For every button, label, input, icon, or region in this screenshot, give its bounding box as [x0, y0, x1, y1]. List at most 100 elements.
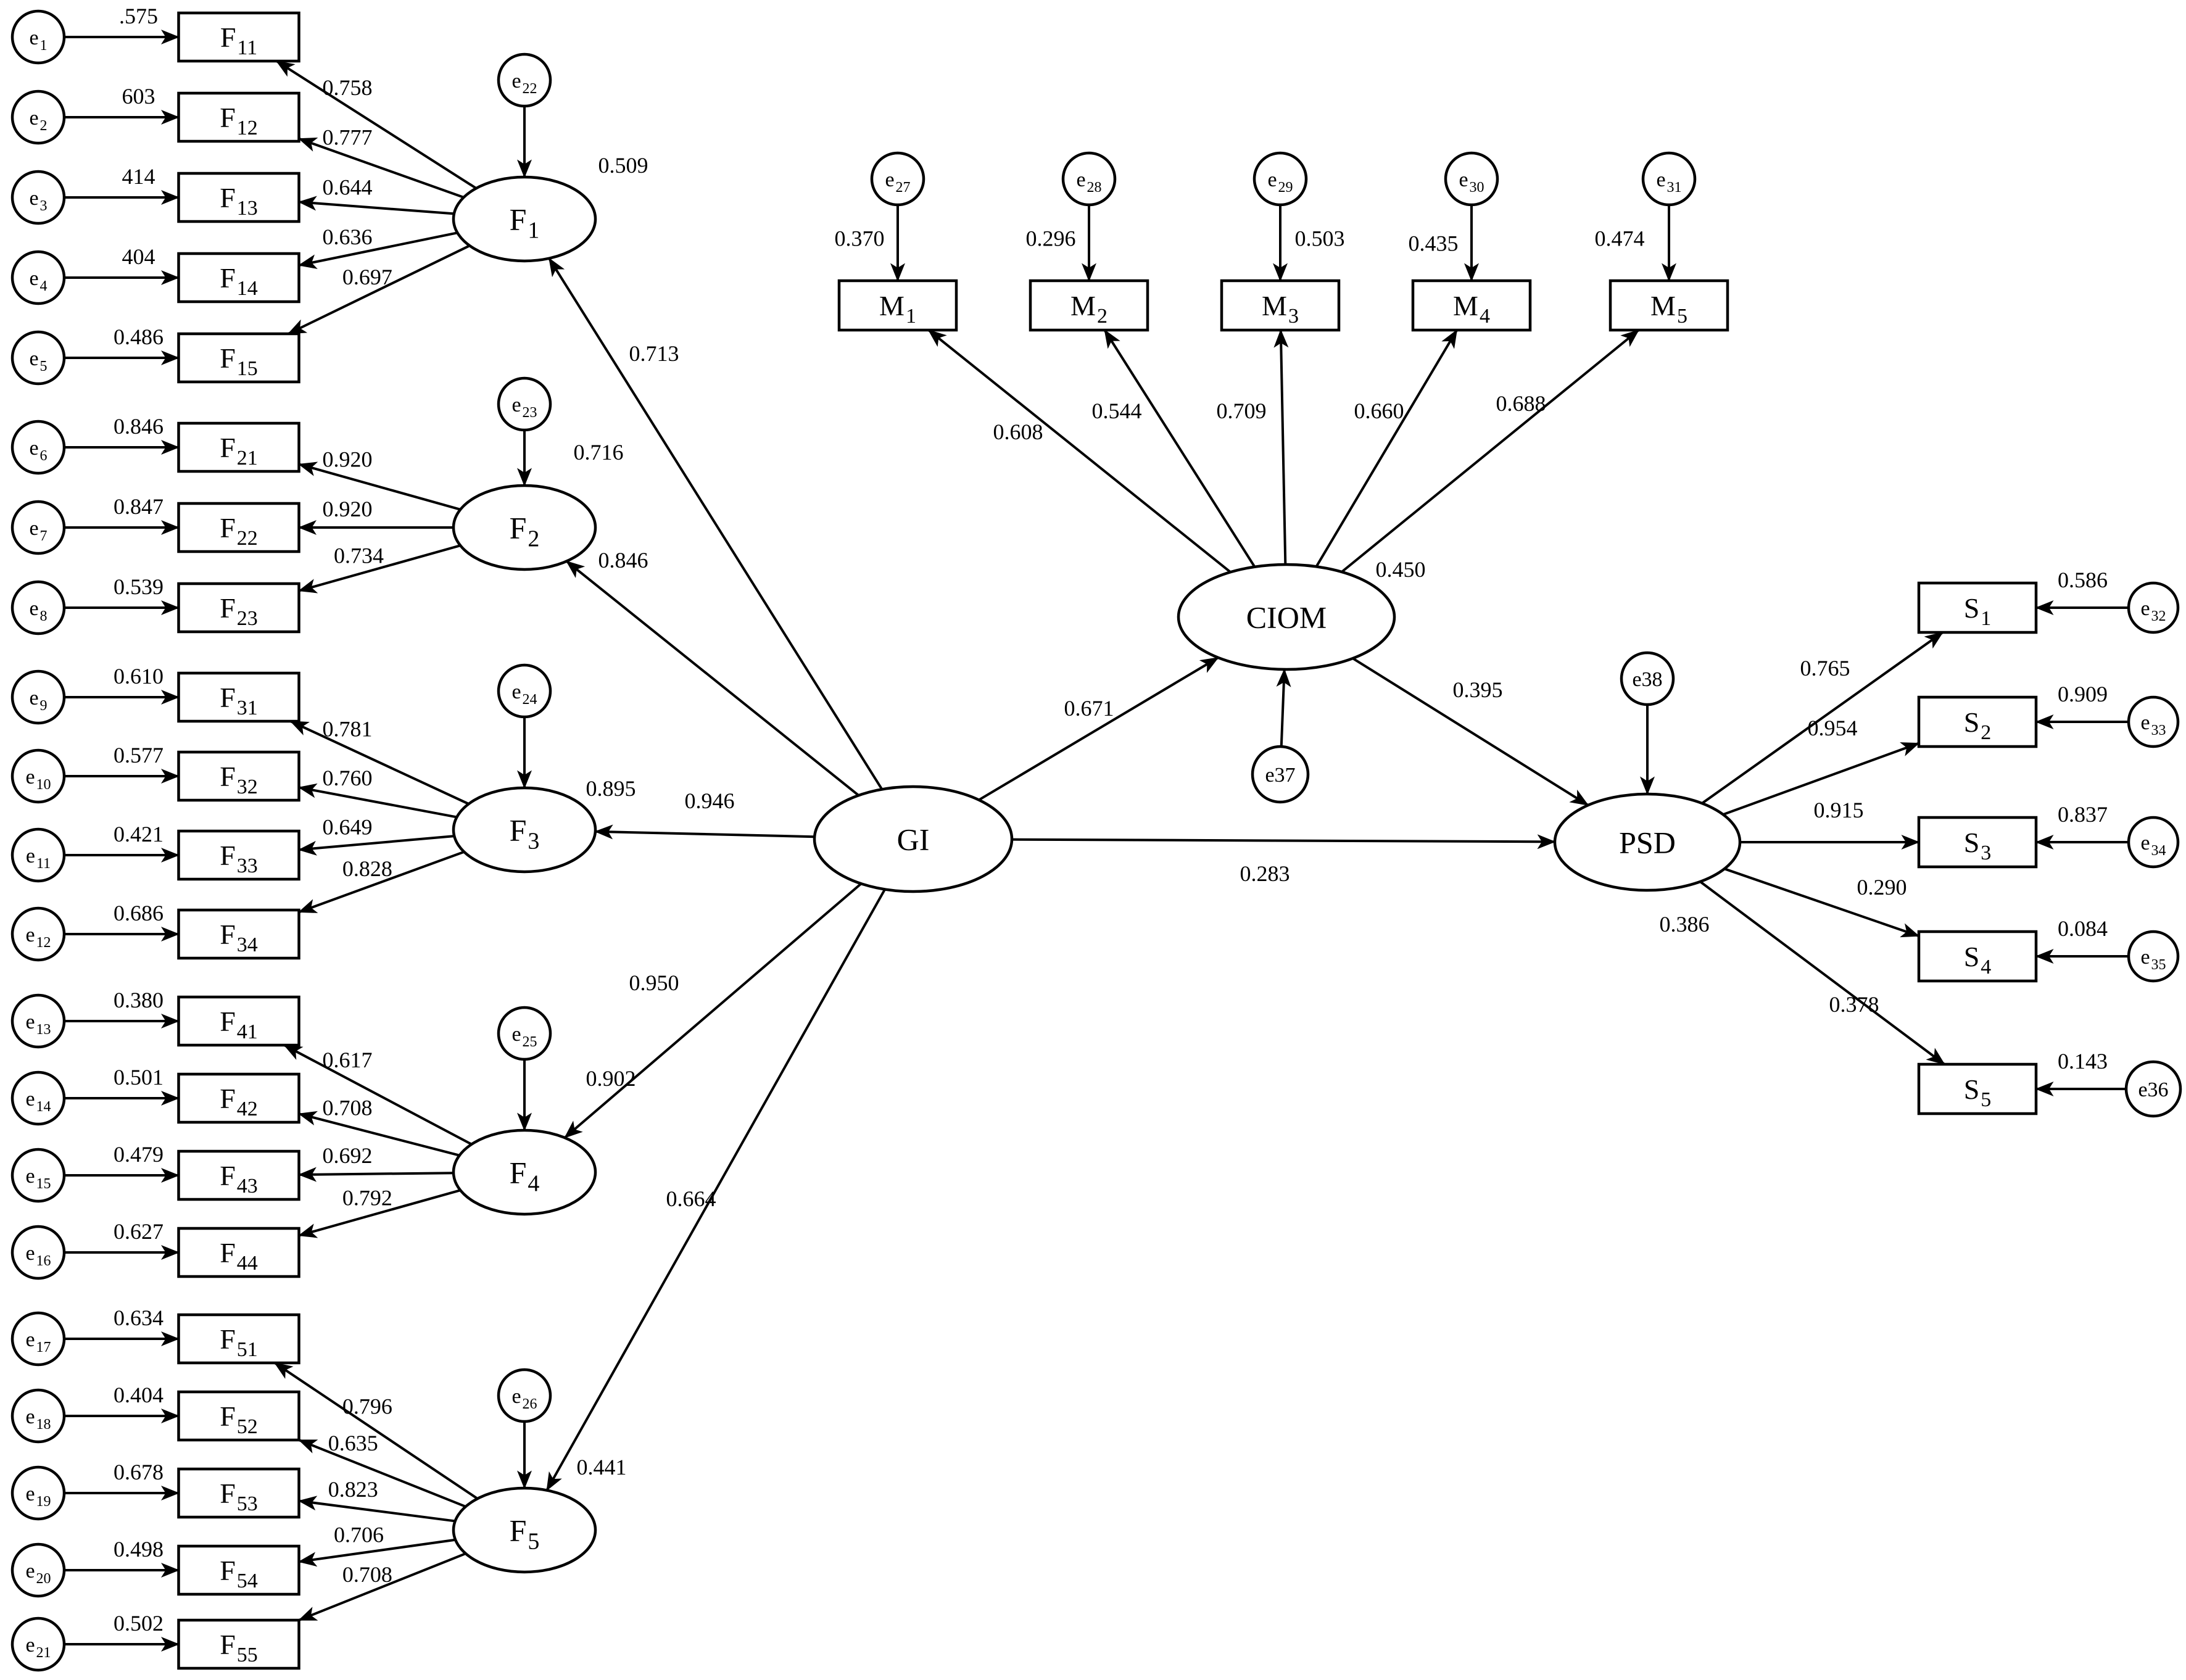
- F43-label: F43: [220, 1160, 258, 1198]
- node-F32: F32: [177, 750, 300, 802]
- e14-label: e14: [25, 1088, 51, 1115]
- e12-circle: [10, 906, 66, 962]
- edge-e8-to-F23: 0.539: [64, 574, 180, 615]
- edge-label-F2-to-F23: 0.734: [334, 543, 384, 568]
- edge-label-GI-to-F4: 0.950: [629, 970, 679, 995]
- edge-label-F2-to-F21: 0.920: [322, 447, 372, 471]
- node-M3: M3: [1220, 279, 1341, 332]
- e13-label: e13: [25, 1011, 51, 1038]
- F52-label: F52: [220, 1401, 258, 1438]
- e33-label: e33: [2140, 711, 2166, 739]
- e17-circle: [10, 1311, 66, 1367]
- edge-e14-to-F42: 0.501: [64, 1065, 180, 1106]
- edge-e3-to-F13: 414: [64, 164, 180, 205]
- e26-circle: [497, 1368, 552, 1423]
- node-e31: e31: [1641, 151, 1697, 207]
- S1-label: S1: [1964, 592, 1992, 630]
- edge-CIOM-to-M1: 0.608: [927, 329, 1232, 573]
- e28-circle: [1061, 151, 1117, 207]
- edge-F1-to-F14: 0.636: [298, 225, 458, 270]
- e8-circle: [10, 580, 66, 635]
- e36-circle: [2124, 1060, 2182, 1118]
- node-F21: F21: [177, 421, 300, 473]
- node-S4: S4: [1917, 930, 2038, 983]
- M3-label: M3: [1262, 290, 1299, 328]
- GI-label: GI: [897, 822, 930, 857]
- F22-rect: [177, 502, 300, 553]
- edge-label-F4-to-F43: 0.692: [322, 1143, 372, 1168]
- node-F4: F4: [452, 1128, 597, 1216]
- e38-circle: [1620, 651, 1675, 706]
- label-rsq-F1: 0.509: [598, 153, 648, 178]
- F23-rect: [177, 582, 300, 634]
- node-e22: e22: [497, 52, 552, 108]
- edge-F1-to-F11: 0.758: [275, 60, 477, 189]
- arrow-CIOM-to-PSD: [1352, 657, 1589, 806]
- edge-e10-to-F32: 0.577: [64, 743, 180, 784]
- edge-label-e33-to-S2: 0.909: [2058, 682, 2108, 706]
- edges-layer: .5756034144040.4860.8460.8470.5390.6100.…: [64, 4, 2129, 1652]
- edge-label-CIOM-to-PSD: 0.395: [1453, 677, 1503, 702]
- e2-label: e2: [29, 107, 47, 134]
- edge-label-e2-to-F12: 603: [122, 84, 155, 109]
- F4-label: F4: [510, 1156, 540, 1197]
- e14-circle: [10, 1070, 66, 1126]
- node-F44: F44: [177, 1227, 300, 1278]
- edge-GI-to-F1: 0.713: [548, 257, 884, 790]
- node-e6: e6: [10, 420, 66, 475]
- edge-label-e30-to-M4: 0.435: [1409, 231, 1459, 256]
- F11-rect: [177, 11, 300, 63]
- F4-ellipse: [452, 1128, 597, 1216]
- node-S3: S3: [1917, 816, 2038, 869]
- edge-label-PSD-to-S1: 0.765: [1800, 656, 1850, 681]
- node-F5: F5: [452, 1486, 597, 1574]
- F1-ellipse: [452, 175, 597, 263]
- edge-label-GI-to-PSD: 0.283: [1240, 861, 1290, 886]
- edge-label-e1-to-F11: .575: [119, 4, 158, 28]
- e1-label: e1: [29, 27, 47, 54]
- M4-label: M4: [1453, 290, 1490, 328]
- e20-label: e20: [25, 1560, 51, 1587]
- e22-circle: [497, 52, 552, 108]
- F41-rect: [177, 995, 300, 1047]
- node-F14: F14: [177, 252, 300, 304]
- node-e38: e38: [1620, 651, 1675, 706]
- node-CIOM: CIOM: [1177, 563, 1396, 671]
- S2-rect: [1917, 695, 2038, 748]
- arrow-GI-to-F5: [545, 888, 886, 1491]
- node-F54: F54: [177, 1544, 300, 1596]
- F53-rect: [177, 1467, 300, 1519]
- M2-rect: [1029, 279, 1149, 332]
- edge-label-CIOM-to-M1: 0.608: [993, 420, 1043, 444]
- e30-circle: [1444, 151, 1499, 207]
- e27-circle: [870, 151, 925, 207]
- F32-rect: [177, 750, 300, 802]
- e19-label: e19: [25, 1483, 51, 1510]
- F33-label: F33: [220, 840, 258, 877]
- edge-F5-to-F54: 0.706: [298, 1523, 456, 1567]
- edge-e4-to-F14: 404: [64, 244, 180, 285]
- edge-label-CIOM-to-M2: 0.544: [1092, 399, 1142, 423]
- edge-label-F5-to-F54: 0.706: [334, 1523, 384, 1547]
- edge-label-F5-to-F51: 0.796: [342, 1394, 392, 1419]
- edge-e33-to-S2: 0.909: [2035, 682, 2129, 729]
- arrow-PSD-to-S5: [1699, 880, 1945, 1066]
- node-S1: S1: [1917, 581, 2038, 634]
- node-F53: F53: [177, 1467, 300, 1519]
- PSD-label: PSD: [1619, 826, 1676, 860]
- node-S2: S2: [1917, 695, 2038, 748]
- e33-circle: [2127, 695, 2180, 748]
- edge-F1-to-F13: 0.644: [298, 175, 455, 215]
- edge-CIOM-to-M4: 0.660: [1315, 329, 1458, 568]
- edge-label-F3-to-F33: 0.649: [322, 814, 372, 839]
- edge-label-e12-to-F34: 0.686: [114, 901, 164, 925]
- node-e18: e18: [10, 1388, 66, 1444]
- arrow-F5-to-F52: [298, 1439, 466, 1508]
- e8-label: e8: [29, 597, 47, 624]
- edge-label-e28-to-M2: 0.296: [1026, 226, 1076, 251]
- edge-label-F1-to-F13: 0.644: [322, 175, 372, 199]
- edge-PSD-to-S2: 0.954: [1723, 716, 1920, 816]
- arrow-CIOM-to-M1: [927, 329, 1232, 573]
- e7-circle: [10, 500, 66, 555]
